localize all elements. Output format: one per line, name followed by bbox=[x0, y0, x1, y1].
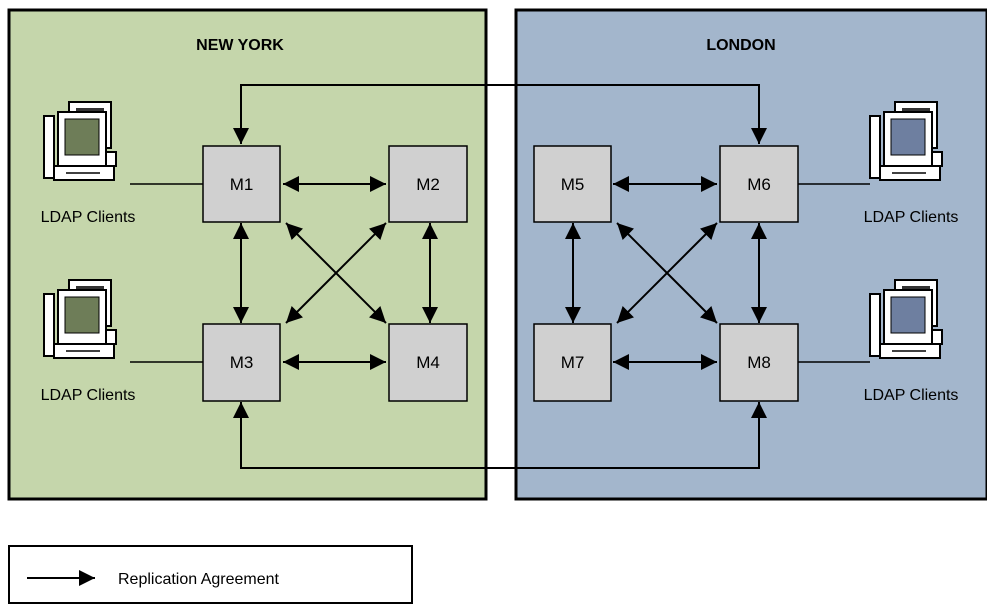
master-node-m8-label: M8 bbox=[747, 353, 771, 372]
replication-arrow-m1-m6 bbox=[233, 84, 767, 144]
master-node-m5: M5 bbox=[533, 145, 612, 223]
legend: Replication Agreement bbox=[8, 545, 413, 604]
ldap-client-label: LDAP Clients bbox=[41, 387, 136, 404]
replication-arrow-m3-m8 bbox=[233, 402, 767, 469]
master-node-m3-box bbox=[202, 323, 281, 402]
master-node-m7: M7 bbox=[533, 323, 612, 402]
replication-arrows bbox=[233, 84, 767, 469]
master-node-m1-label: M1 bbox=[230, 175, 254, 194]
ldap-client-label: LDAP Clients bbox=[864, 387, 959, 404]
region-new-york: NEW YORK bbox=[7, 8, 488, 501]
region-london-title: LONDON bbox=[706, 37, 775, 54]
master-node-m2: M2 bbox=[388, 145, 468, 223]
ldap-client-group-m8: LDAP Clients bbox=[864, 279, 959, 404]
master-node-m2-label: M2 bbox=[416, 175, 440, 194]
master-node-m8: M8 bbox=[719, 323, 799, 402]
ldap-client-group-m3: LDAP Clients bbox=[41, 279, 136, 404]
ldap-client-group-m6: LDAP Clients bbox=[864, 101, 959, 226]
region-london: LONDON bbox=[514, 8, 987, 501]
master-nodes: M1 M2 M3 M4 M5 M6 M7 M8 bbox=[202, 145, 799, 402]
master-node-m3-label: M3 bbox=[230, 353, 254, 372]
master-node-m3: M3 bbox=[202, 323, 281, 402]
replication-arrow-m6-m7 bbox=[616, 222, 718, 324]
master-node-m5-label: M5 bbox=[561, 175, 585, 194]
master-node-m4-label: M4 bbox=[416, 353, 440, 372]
master-node-m7-box bbox=[533, 323, 612, 402]
master-node-m6-label: M6 bbox=[747, 175, 771, 194]
master-node-m8-box bbox=[719, 323, 799, 402]
region-new-york-box bbox=[7, 8, 488, 501]
legend-box bbox=[8, 545, 413, 604]
replication-arrow-m2-m3 bbox=[285, 222, 387, 324]
master-node-m1: M1 bbox=[202, 145, 281, 223]
legend-label: Replication Agreement bbox=[118, 571, 280, 588]
master-node-m4-box bbox=[388, 323, 468, 402]
master-node-m2-box bbox=[388, 145, 468, 223]
client-links bbox=[130, 183, 870, 363]
master-node-m1-box bbox=[202, 145, 281, 223]
ldap-client-group-m1: LDAP Clients bbox=[41, 101, 136, 226]
region-new-york-title: NEW YORK bbox=[196, 37, 284, 54]
region-london-box bbox=[514, 8, 987, 501]
master-node-m7-label: M7 bbox=[561, 353, 585, 372]
master-node-m6-box bbox=[719, 145, 799, 223]
master-node-m5-box bbox=[533, 145, 612, 223]
ldap-client-label: LDAP Clients bbox=[41, 209, 136, 226]
master-node-m6: M6 bbox=[719, 145, 799, 223]
ldap-client-label: LDAP Clients bbox=[864, 209, 959, 226]
master-node-m4: M4 bbox=[388, 323, 468, 402]
